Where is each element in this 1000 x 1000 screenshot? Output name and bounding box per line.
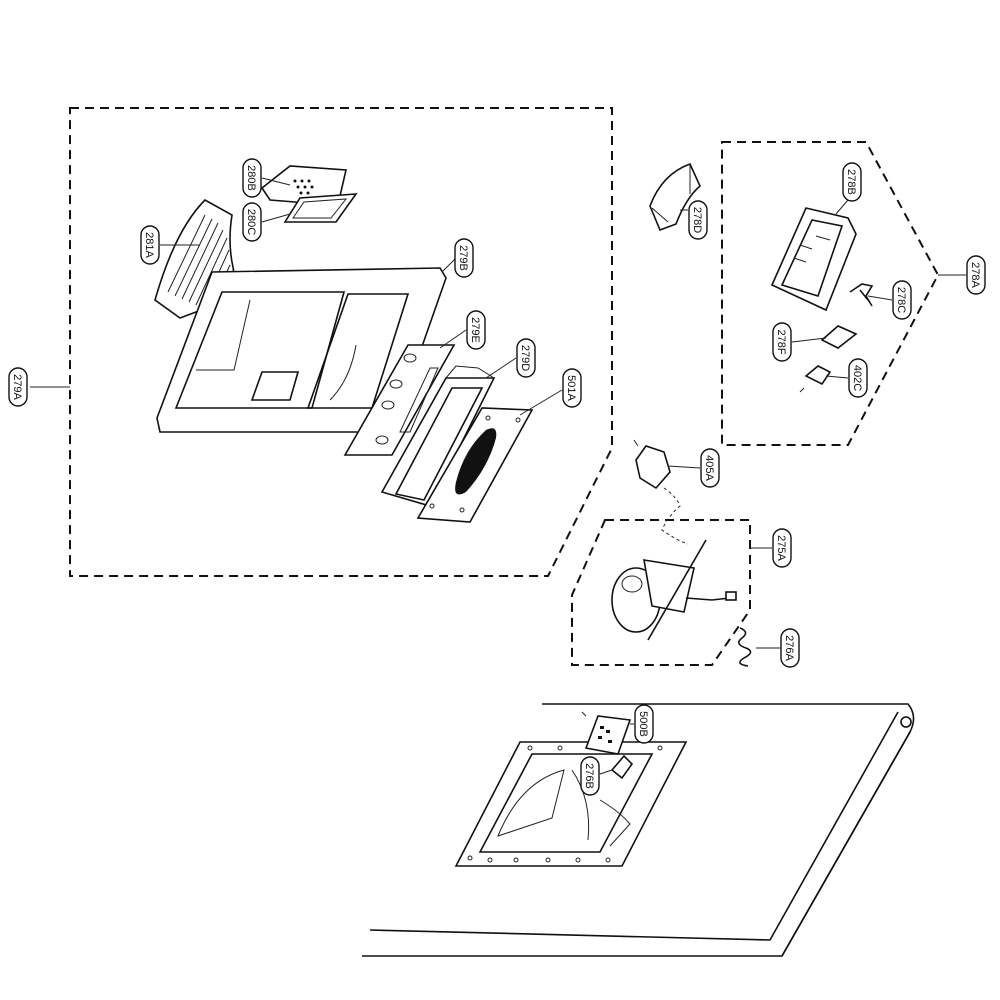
part-279E-gasket [343, 344, 456, 456]
part-278B-tray [770, 207, 857, 312]
callout-279D: 279D [516, 338, 536, 378]
callout-405A: 405A [700, 448, 720, 488]
callout-281A: 281A [140, 225, 160, 265]
group-boundary-279A [69, 107, 613, 577]
callout-label-501A: 501A [565, 375, 577, 401]
callout-label-279D: 279D [519, 345, 531, 371]
callout-label-278C: 278C [895, 287, 907, 313]
callout-280B: 280B [242, 158, 262, 198]
door-dispenser-recess [454, 741, 688, 867]
leader-lines [30, 177, 966, 775]
part-279B-dispenser-frame [156, 267, 447, 433]
callout-278A: 278A [966, 255, 986, 295]
callout-label-275A: 275A [775, 535, 787, 561]
part-279D-housing [380, 365, 496, 507]
callout-label-279A: 279A [11, 374, 23, 400]
callout-label-276B: 276B [583, 763, 595, 789]
callout-label-280C: 280C [245, 209, 257, 235]
callout-280C: 280C [242, 202, 262, 242]
callout-278C: 278C [892, 280, 912, 320]
part-278F-pad [820, 325, 858, 349]
callout-279A: 279A [8, 367, 28, 407]
callout-276A: 276A [780, 628, 800, 668]
callout-276B: 276B [580, 756, 600, 796]
callout-label-278A: 278A [969, 262, 981, 288]
callout-500B: 500B [634, 704, 654, 744]
part-405A-solenoid [633, 439, 689, 545]
group-boundary-275A [571, 519, 751, 666]
callout-label-278B: 278B [845, 169, 857, 195]
callout-278D: 278D [688, 200, 708, 240]
part-501A-plate [416, 407, 534, 523]
part-280B-cover [260, 165, 347, 205]
part-275A-motor-assembly [611, 539, 737, 641]
callout-label-278F: 278F [775, 329, 787, 354]
callout-label-279B: 279B [457, 245, 469, 271]
callout-278F: 278F [772, 322, 792, 362]
callout-label-278D: 278D [691, 207, 703, 233]
callout-279B: 279B [454, 238, 474, 278]
part-276B-bracket [610, 754, 634, 780]
callout-501A: 501A [562, 368, 582, 408]
door-panel [362, 703, 915, 957]
callout-label-276A: 276A [783, 635, 795, 661]
part-280C-frame [283, 193, 358, 223]
callout-label-281A: 281A [143, 232, 155, 258]
group-boundary-278A [721, 141, 940, 446]
part-276A-spring [738, 627, 752, 667]
callout-label-500B: 500B [637, 711, 649, 737]
callout-275A: 275A [772, 528, 792, 568]
callout-278B: 278B [842, 162, 862, 202]
callout-402C: 402C [848, 358, 868, 398]
callout-label-402C: 402C [851, 365, 863, 391]
part-278C-clip [849, 283, 874, 307]
part-402C-switch [799, 365, 832, 393]
callout-label-280B: 280B [245, 165, 257, 191]
part-278D-bracket [649, 162, 701, 232]
callout-label-405A: 405A [703, 455, 715, 481]
callout-label-279E: 279E [469, 317, 481, 343]
callout-279E: 279E [466, 310, 486, 350]
part-500B-pcb [581, 711, 632, 755]
